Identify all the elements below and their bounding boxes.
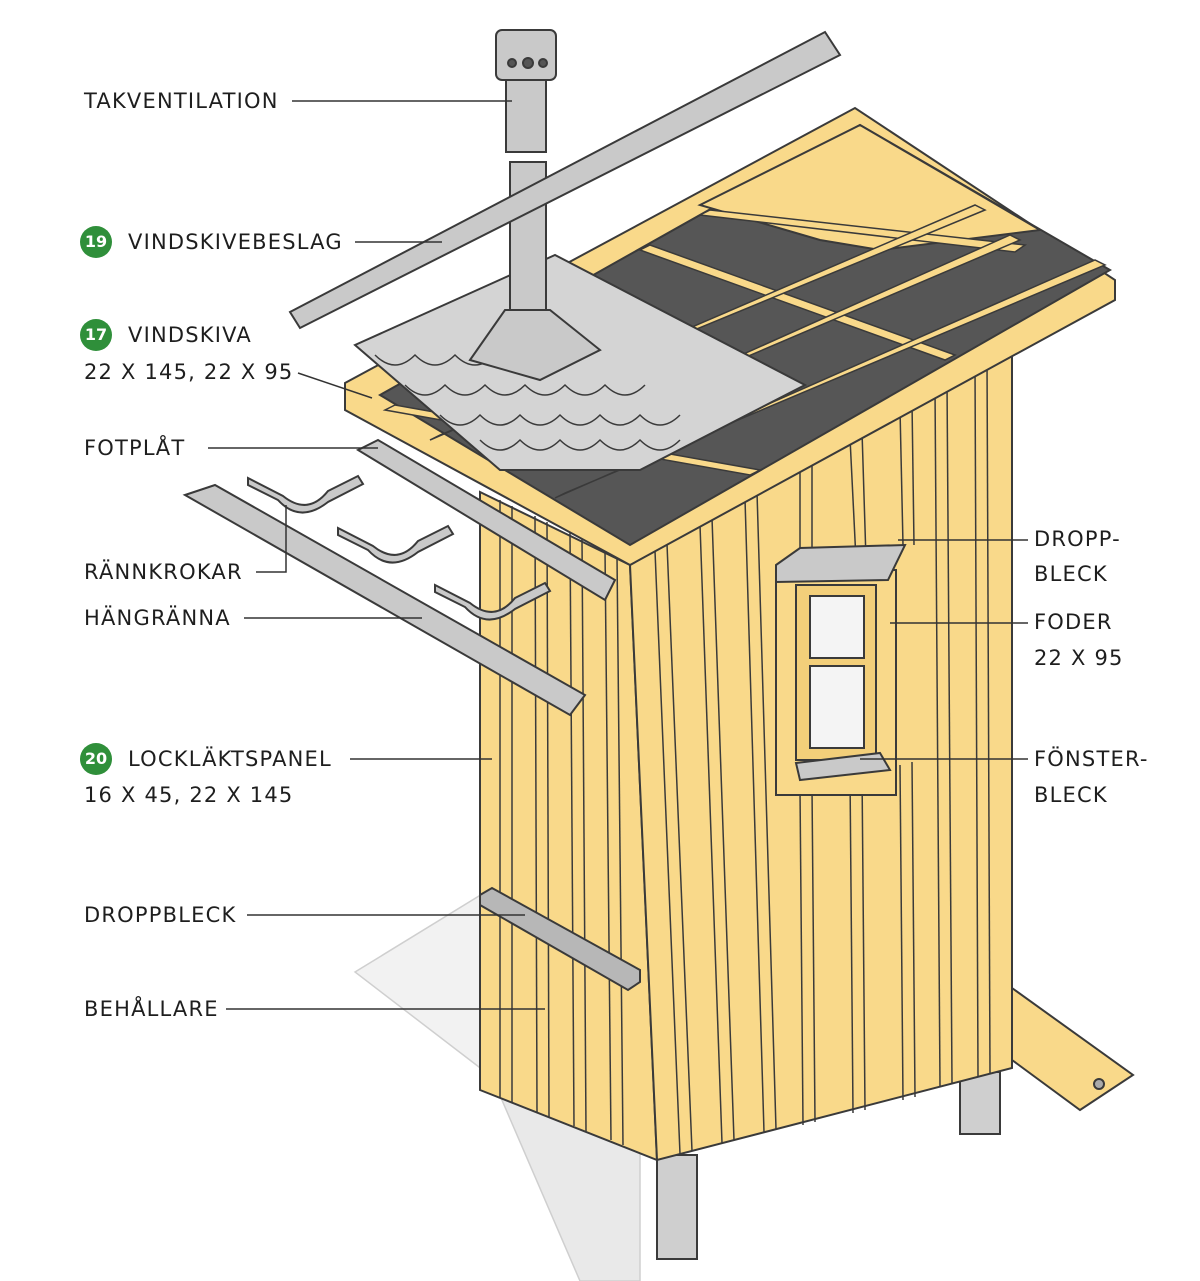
label-droppbleck-window-line1: DROPP- (1034, 527, 1121, 551)
label-takventilation: TAKVENTILATION (84, 89, 279, 113)
label-fonsterbleck-line1: FÖNSTER- (1034, 747, 1149, 771)
verge-fitting-shape (288, 30, 842, 330)
gutter-shape (182, 483, 587, 717)
label-foder-line2: 22 X 95 (1034, 646, 1124, 670)
gutter-hooks (247, 474, 552, 621)
label-vindskivebeslag: VINDSKIVEBESLAG (128, 230, 343, 254)
label-locklaktspanel: LOCKLÄKTSPANEL (128, 747, 332, 771)
side-wall-panel (479, 490, 659, 1162)
label-locklaktspanel-dims: 16 X 45, 22 X 145 (84, 783, 294, 807)
badge-locklaktspanel-number: 20 (80, 743, 112, 775)
eaves-plate-shape (355, 438, 617, 602)
label-droppbleck-window-line2: BLECK (1034, 562, 1108, 586)
label-hangranna: HÄNGRÄNNA (84, 606, 231, 630)
support-legs (656, 986, 1135, 1260)
badge-vindskiva-number: 17 (80, 319, 112, 351)
label-fotplat: FOTPLÅT (84, 436, 186, 460)
label-foder-line1: FODER (1034, 610, 1113, 634)
badge-vindskivebeslag-number: 19 (80, 226, 112, 258)
label-vindskiva-dims: 22 X 145, 22 X 95 (84, 360, 294, 384)
label-rannkrokar: RÄNNKROKAR (84, 560, 243, 584)
label-fonsterbleck-line2: BLECK (1034, 783, 1108, 807)
label-droppbleck-bottom: DROPPBLECK (84, 903, 237, 927)
label-behallare: BEHÅLLARE (84, 997, 219, 1021)
leader-lines (208, 100, 1028, 1010)
roof (344, 106, 1116, 567)
label-vindskiva: VINDSKIVA (128, 323, 252, 347)
